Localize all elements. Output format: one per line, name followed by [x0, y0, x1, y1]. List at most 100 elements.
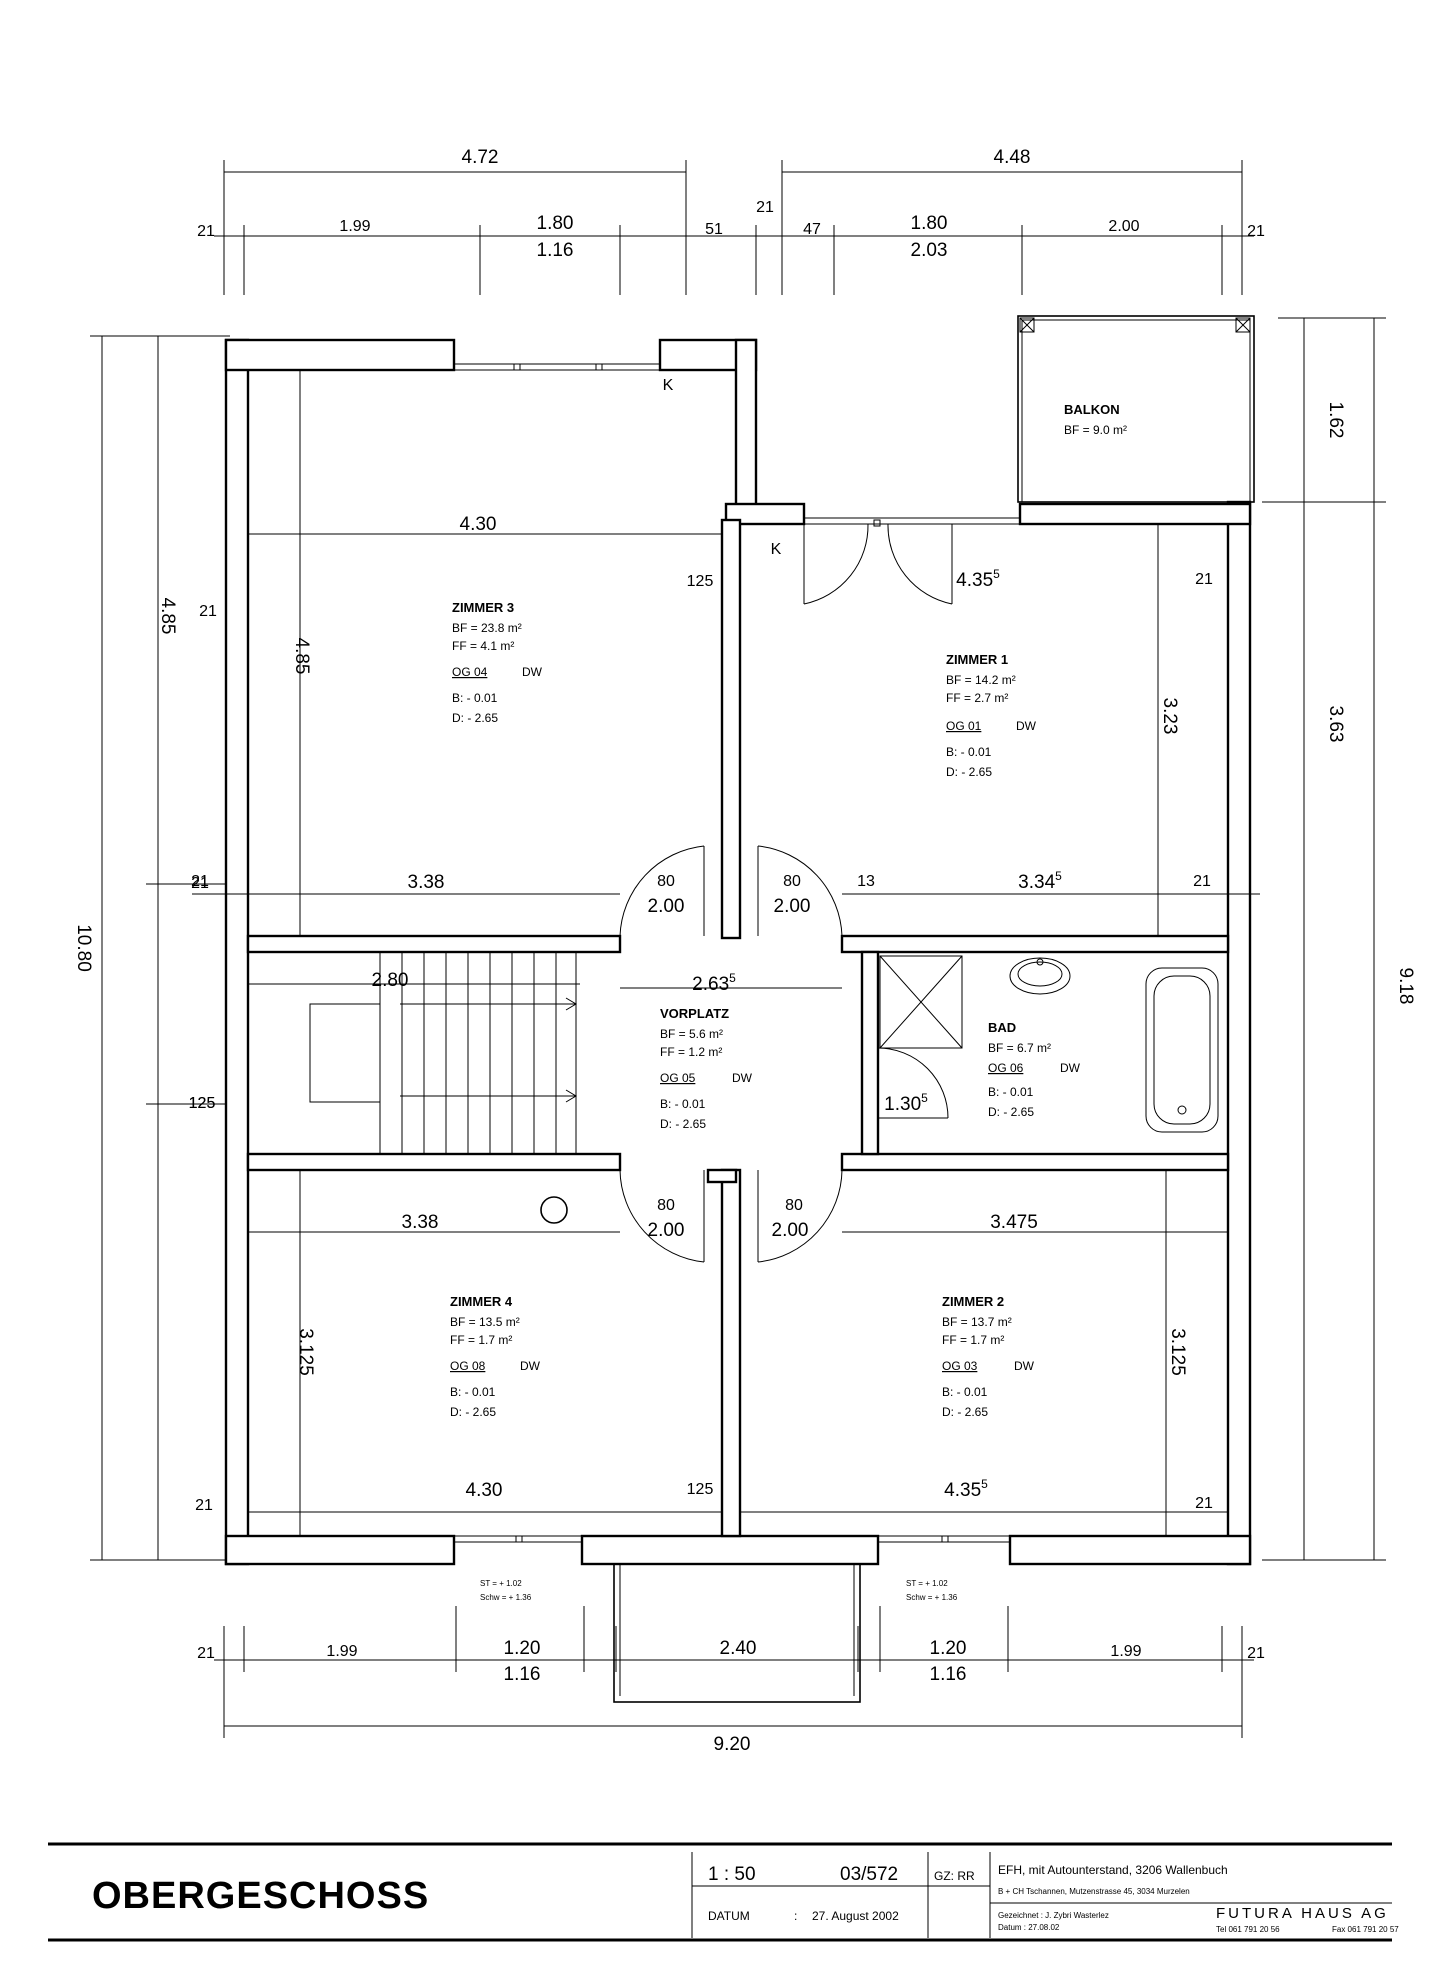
room-zimmer4-bf: BF = 13.5 m²: [450, 1315, 520, 1329]
dim-left-125: 125: [189, 1095, 216, 1112]
staircase: [309, 951, 577, 1224]
title-block-company: FUTURA HAUS AG: [1216, 1905, 1389, 1922]
dim-z2-height: 3.125: [1167, 1328, 1188, 1376]
dim-door-200d: 2.00: [772, 1220, 809, 1241]
note-right-st: ST = + 1.02: [906, 1579, 948, 1588]
room-zimmer4-d: D: - 2.65: [450, 1405, 496, 1419]
balkon: BALKON BF = 9.0 m²: [1017, 315, 1255, 503]
k-mark-2: K: [771, 541, 782, 558]
title-block-gz: GZ: RR: [934, 1869, 975, 1883]
dim-upper-right-w: 3.345: [1018, 869, 1062, 893]
dim-z1-height: 3.23: [1159, 698, 1180, 735]
windows: [454, 363, 1020, 1543]
room-zimmer2-b: B: - 0.01: [942, 1385, 988, 1399]
interior-dimension-labels: 4.30 4.85 125 4.355 21 3.23 21 3.38 80 2…: [189, 377, 1213, 1512]
dim-door-200a: 2.00: [648, 896, 685, 917]
title-block-project: EFH, mit Autounterstand, 3206 Wallenbuch: [998, 1863, 1228, 1877]
room-zimmer4: ZIMMER 4 BF = 13.5 m² FF = 1.7 m² OG 08 …: [450, 1294, 541, 1419]
dim-left-upper: 4.85: [157, 598, 178, 635]
room-zimmer3-bf: BF = 23.8 m²: [452, 621, 522, 635]
dim-left-125-int: 125: [189, 1095, 216, 1112]
title-block-datum-sep: :: [794, 1909, 797, 1923]
dim-mid-125: 125: [687, 1481, 714, 1498]
room-bad-og: OG 06: [988, 1061, 1024, 1075]
dim-z3-width: 4.30: [460, 514, 497, 535]
walls: [224, 338, 1252, 1566]
room-vorplatz-bf: BF = 5.6 m²: [660, 1027, 723, 1041]
dim-bottom-199-left: 1.99: [326, 1643, 357, 1660]
room-zimmer4-b: B: - 0.01: [450, 1385, 496, 1399]
dim-bottom-21-left: 21: [197, 1645, 215, 1662]
room-zimmer3-og: OG 04: [452, 665, 488, 679]
dim-z2-width: 4.355: [944, 1477, 988, 1501]
bathroom-fixtures: [879, 955, 1219, 1133]
dim-lower-right-w: 3.475: [990, 1212, 1038, 1233]
doors: [619, 523, 953, 1263]
room-vorplatz-b: B: - 0.01: [660, 1097, 706, 1111]
interior-dimension-lines: [192, 370, 1260, 1536]
dim-door-80d: 80: [785, 1197, 803, 1214]
dim-z4-width: 4.30: [466, 1480, 503, 1501]
title-block-datum-label: DATUM: [708, 1909, 750, 1923]
dim-top-116-left: 1.16: [537, 240, 574, 261]
title-block-date-small: Datum : 27.08.02: [998, 1923, 1060, 1932]
dim-upper-left-w: 3.38: [408, 872, 445, 893]
dim-top-51: 51: [705, 221, 723, 238]
room-zimmer1-ff: FF = 2.7 m²: [946, 691, 1008, 705]
room-zimmer1-og: OG 01: [946, 719, 982, 733]
note-right-schw: Schw = + 1.36: [906, 1593, 958, 1602]
dim-bottom-120-left: 1.20: [504, 1638, 541, 1659]
dim-door-200b: 2.00: [774, 896, 811, 917]
room-zimmer4-name: ZIMMER 4: [450, 1294, 513, 1309]
dim-bottom-199-right: 1.99: [1110, 1643, 1141, 1660]
dim-top-47: 47: [803, 221, 821, 238]
dim-door-80b: 80: [783, 873, 801, 890]
title-block-datum-value: 27. August 2002: [812, 1909, 899, 1923]
dim-upper-left-21: 21: [191, 875, 209, 892]
left-dimensions: 10.80 4.85 21 21 125 21: [73, 335, 240, 1561]
room-zimmer2-ff: FF = 1.7 m²: [942, 1333, 1004, 1347]
dim-bottom-total: 9.20: [714, 1734, 751, 1755]
title-block-company-tel: Tel 061 791 20 56: [1216, 1925, 1280, 1934]
dim-bottom-120-right: 1.20: [930, 1638, 967, 1659]
dim-top-180-right: 1.80: [911, 213, 948, 234]
room-zimmer4-og: OG 08: [450, 1359, 486, 1373]
room-vorplatz-dw: DW: [732, 1071, 753, 1085]
dim-top-21-right: 21: [1247, 223, 1265, 240]
title-block-company-fax: Fax 061 791 20 57: [1332, 1925, 1399, 1934]
room-balkon-name: BALKON: [1064, 402, 1120, 417]
room-zimmer3-ff: FF = 4.1 m²: [452, 639, 514, 653]
dim-bottom-116-left: 1.16: [504, 1664, 541, 1685]
title-block-drawn-by: Gezeichnet : J. Zybri Wasterlez: [998, 1911, 1109, 1920]
note-left-st: ST = + 1.02: [480, 1579, 522, 1588]
right-dimensions: 1.62 3.63 9.18: [1262, 317, 1416, 1561]
dim-right-total: 9.18: [1395, 968, 1416, 1005]
dim-upper-right-21: 21: [1193, 873, 1211, 890]
room-zimmer2-d: D: - 2.65: [942, 1405, 988, 1419]
room-zimmer2-og: OG 03: [942, 1359, 978, 1373]
room-zimmer1-b: B: - 0.01: [946, 745, 992, 759]
dim-top-199: 1.99: [339, 218, 370, 235]
room-zimmer1-name: ZIMMER 1: [946, 652, 1008, 667]
dim-top-21-center: 21: [756, 199, 774, 216]
title-block-title: OBERGESCHOSS: [92, 1875, 429, 1917]
dim-bottom-240: 2.40: [720, 1638, 757, 1659]
room-zimmer3-b: B: - 0.01: [452, 691, 498, 705]
note-left-schw: Schw = + 1.36: [480, 1593, 532, 1602]
room-zimmer1-d: D: - 2.65: [946, 765, 992, 779]
dim-z4-height: 3.125: [295, 1328, 316, 1376]
dim-bottom-21-right: 21: [1247, 1645, 1265, 1662]
dim-right-mid: 3.63: [1325, 706, 1346, 743]
room-vorplatz-d: D: - 2.65: [660, 1117, 706, 1131]
dim-z3-height: 4.85: [291, 638, 312, 675]
k-mark-1: K: [663, 377, 674, 394]
dim-right-total: 4.48: [994, 147, 1031, 168]
dim-left-total: 4.72: [462, 147, 499, 168]
room-vorplatz-name: VORPLATZ: [660, 1006, 729, 1021]
title-block: OBERGESCHOSS 1 : 50 03/572 GZ: RR DATUM …: [48, 1842, 1399, 1942]
dim-right-balkon: 1.62: [1325, 402, 1346, 439]
top-dimensions: 4.72 4.48 21 1.99 1.80 1.16 51 21 47 1.8…: [197, 147, 1265, 295]
room-zimmer2-name: ZIMMER 2: [942, 1294, 1004, 1309]
room-zimmer3-dw: DW: [522, 665, 543, 679]
